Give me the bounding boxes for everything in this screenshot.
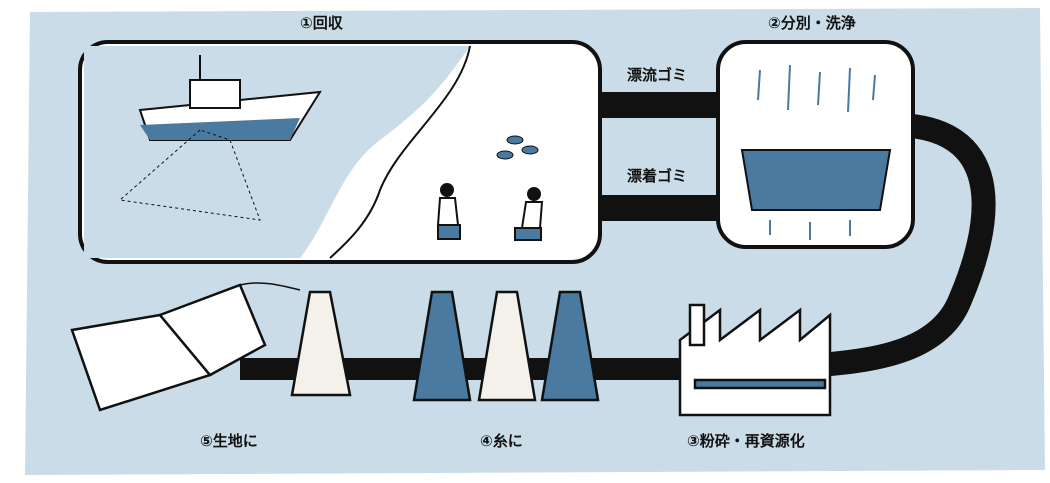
spool-white-1 — [290, 290, 352, 397]
trash-pile-icon — [496, 135, 539, 160]
shoreline — [329, 45, 471, 259]
sea — [84, 46, 470, 258]
spool-white-2 — [477, 290, 537, 402]
step-sort-wash-label: ②分別・洗浄 — [768, 14, 856, 32]
factory-icon — [678, 303, 832, 417]
pipe-loop — [819, 113, 996, 377]
pipe-drifting — [590, 92, 720, 118]
sorting-panel — [716, 40, 915, 249]
fishing-boat-icon — [138, 55, 322, 141]
flow-drifting-label: 漂流ゴミ — [627, 66, 688, 84]
fishing-net-icon — [118, 129, 261, 221]
wash-tub-icon — [740, 64, 892, 240]
beach-cleaners-icon — [436, 183, 544, 241]
step-collect-label: ①回収 — [300, 14, 343, 32]
spool-blue-1 — [412, 290, 472, 402]
step-crush-label: ③粉砕・再資源化 — [687, 432, 805, 450]
pipe-beached — [590, 195, 720, 221]
spool-blue-2 — [540, 290, 600, 402]
fabric-icon — [70, 282, 301, 412]
spools-icon — [290, 290, 600, 402]
step-fabric-label: ⑤生地に — [200, 432, 258, 450]
flow-beached-label: 漂着ゴミ — [627, 167, 688, 185]
step-thread-label: ④糸に — [480, 432, 523, 450]
